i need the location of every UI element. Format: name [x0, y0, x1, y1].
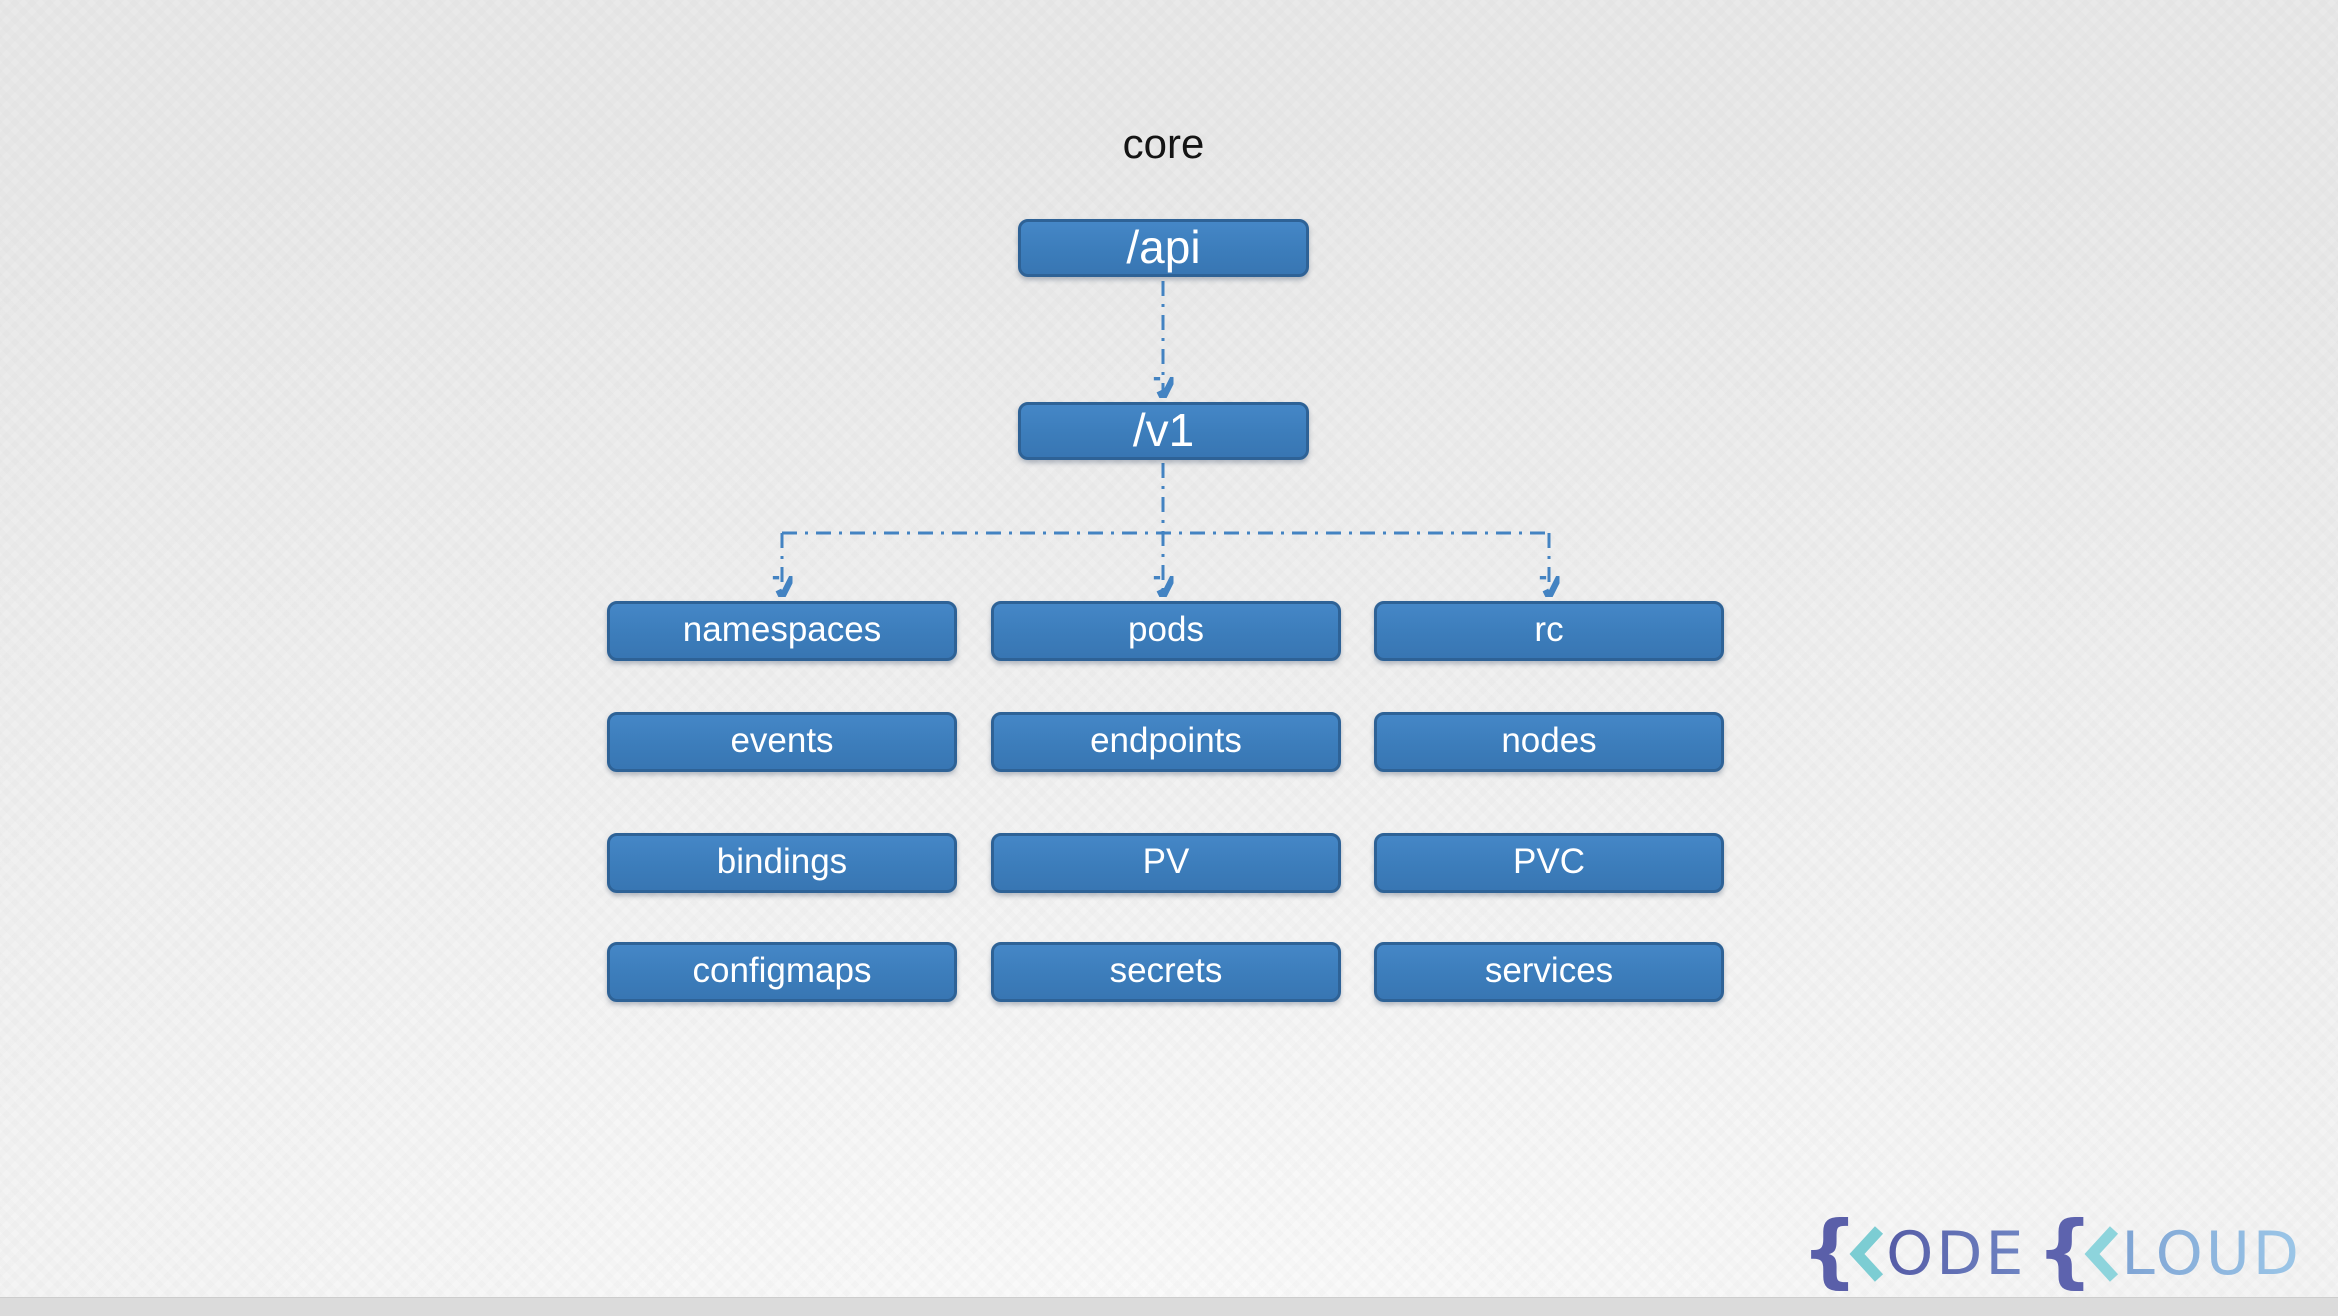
node-events: events	[607, 712, 957, 772]
group-label: core	[1122, 120, 1205, 167]
logo-text-loud: LOUD	[2121, 1219, 2302, 1289]
logo-brace-icon: {	[1801, 1204, 1859, 1297]
bottom-bar	[0, 1297, 2338, 1316]
node-api-label: /api	[1126, 221, 1201, 273]
node-v1: /v1	[1018, 402, 1309, 460]
logo-text-ode: ODE	[1886, 1219, 2027, 1289]
node-endpoints-label: endpoints	[1090, 721, 1242, 760]
node-v1-label: /v1	[1132, 404, 1195, 456]
node-pods-label: pods	[1128, 610, 1204, 649]
node-secrets-label: secrets	[1109, 951, 1223, 990]
node-events-label: events	[730, 721, 834, 760]
node-services: services	[1374, 942, 1724, 1002]
kodekloud-logo: { ODE { LOUD	[1801, 1204, 2302, 1297]
node-rc: rc	[1374, 601, 1724, 661]
node-bindings: bindings	[607, 833, 957, 893]
node-endpoints: endpoints	[991, 712, 1341, 772]
node-configmaps: configmaps	[607, 942, 957, 1002]
node-secrets: secrets	[991, 942, 1341, 1002]
node-nodes: nodes	[1374, 712, 1724, 772]
logo-k-chevron-icon	[2084, 1226, 2119, 1282]
logo-brace-icon: {	[2036, 1204, 2094, 1297]
node-pvc-label: PVC	[1513, 842, 1585, 881]
node-pods: pods	[991, 601, 1341, 661]
logo-k-chevron-icon	[1849, 1226, 1884, 1282]
node-namespaces: namespaces	[607, 601, 957, 661]
node-pvc: PVC	[1374, 833, 1724, 893]
node-pv-label: PV	[1142, 842, 1190, 881]
node-namespaces-label: namespaces	[682, 610, 882, 649]
node-configmaps-label: configmaps	[692, 951, 872, 990]
node-bindings-label: bindings	[716, 842, 848, 881]
node-services-label: services	[1484, 951, 1614, 990]
node-rc-label: rc	[1534, 610, 1564, 649]
node-api: /api	[1018, 219, 1309, 277]
node-nodes-label: nodes	[1501, 721, 1597, 760]
node-pv: PV	[991, 833, 1341, 893]
